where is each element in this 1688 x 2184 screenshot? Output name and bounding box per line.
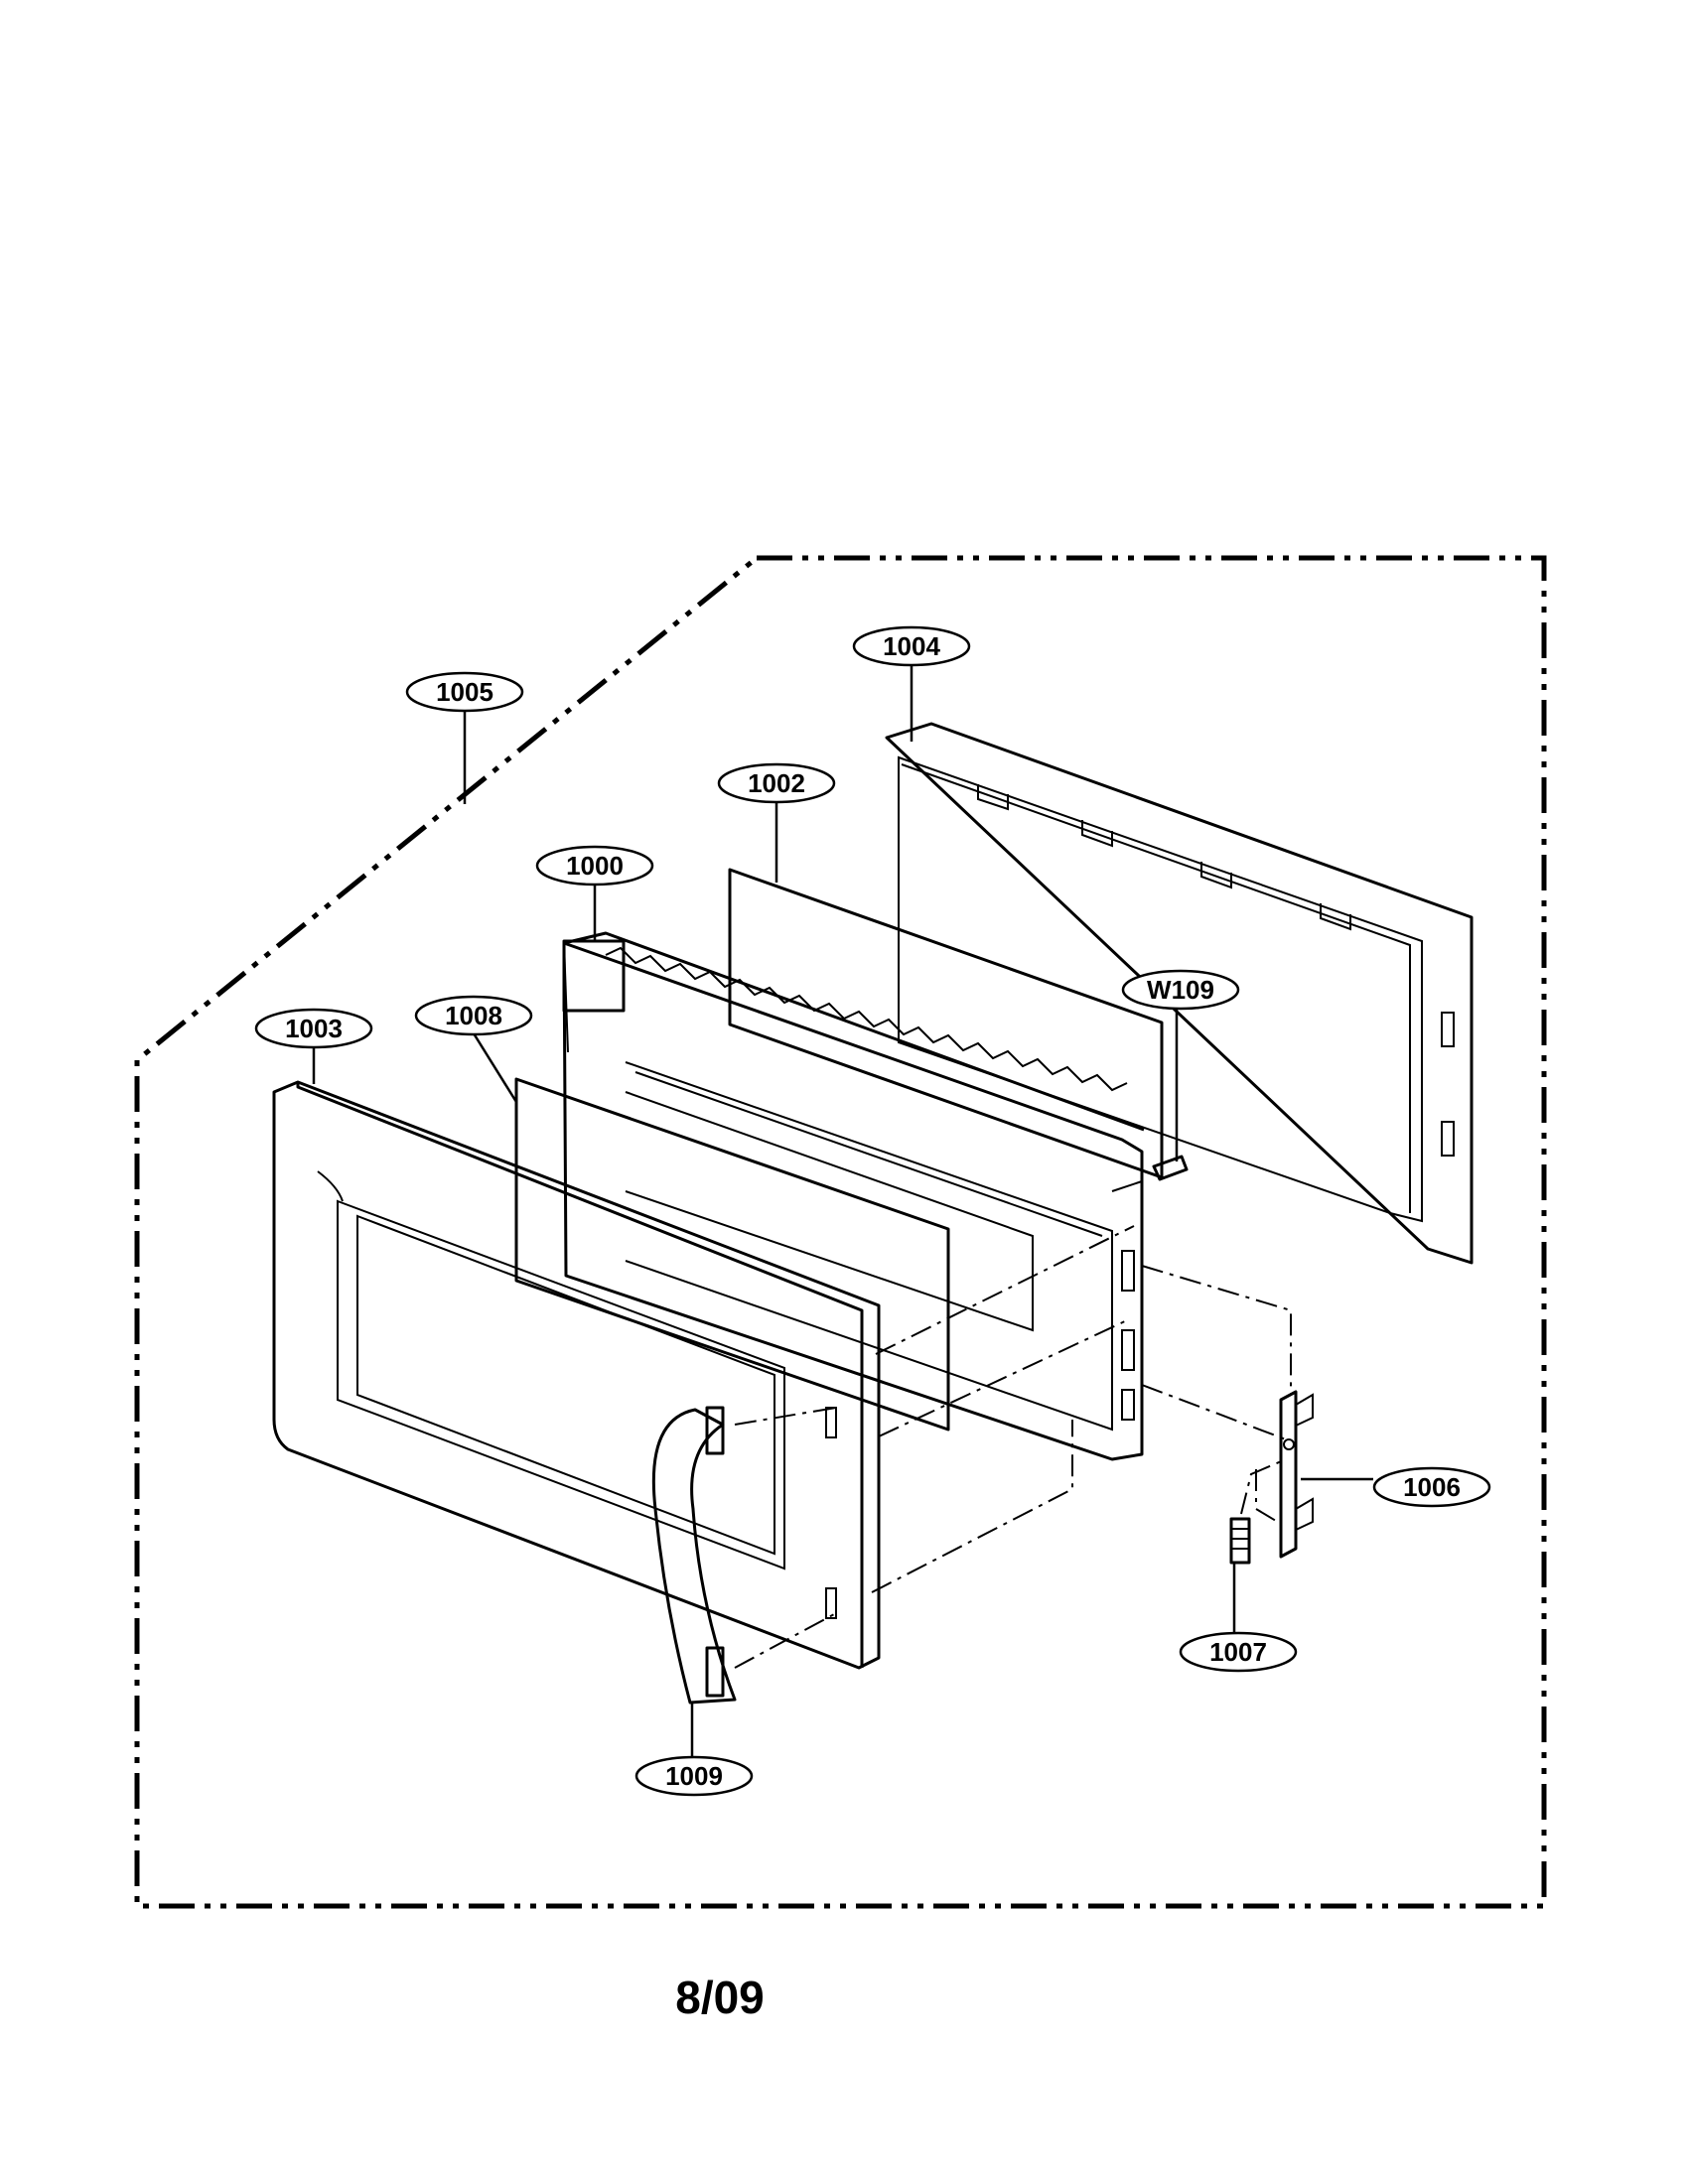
- svg-text:1002: 1002: [748, 768, 805, 798]
- callout-1005: 1005: [405, 671, 524, 713]
- revision-date-code: 8/09: [675, 1972, 765, 2023]
- callout-1009: 1009: [634, 1755, 754, 1797]
- part-1009-door-handle: [651, 1406, 737, 1705]
- svg-text:1005: 1005: [436, 677, 493, 707]
- callout-1008: 1008: [414, 995, 533, 1036]
- part-w109-screw: [1152, 1155, 1189, 1181]
- svg-text:1000: 1000: [566, 851, 624, 881]
- callout-1007: 1007: [1179, 1631, 1298, 1673]
- svg-text:1006: 1006: [1403, 1472, 1461, 1502]
- callout-1003: 1003: [254, 1008, 373, 1049]
- svg-text:1009: 1009: [665, 1761, 723, 1791]
- callout-1004: 1004: [852, 625, 971, 667]
- svg-text:1004: 1004: [883, 631, 940, 661]
- part-1006-latch: [1279, 1390, 1314, 1559]
- leader-lines: [312, 663, 1373, 1757]
- part-1007-spring: [1229, 1517, 1251, 1565]
- assembly-boundary: [134, 555, 1547, 1909]
- callout-1000: 1000: [535, 845, 654, 887]
- part-1003-outer-door: [272, 1080, 881, 1670]
- svg-text:1008: 1008: [445, 1001, 502, 1030]
- part-1008-inner-glass: [514, 1077, 950, 1432]
- svg-text:1007: 1007: [1209, 1637, 1267, 1667]
- part-1004-door-frame: [885, 722, 1474, 1265]
- callout-1006: 1006: [1372, 1466, 1491, 1508]
- callout-w109: W109: [1121, 969, 1240, 1011]
- svg-text:W109: W109: [1147, 975, 1214, 1005]
- alignment-lines: [734, 1225, 1292, 1669]
- part-1000-door-panel: [562, 931, 1145, 1461]
- callout-1002: 1002: [717, 762, 836, 804]
- svg-text:1003: 1003: [285, 1014, 343, 1043]
